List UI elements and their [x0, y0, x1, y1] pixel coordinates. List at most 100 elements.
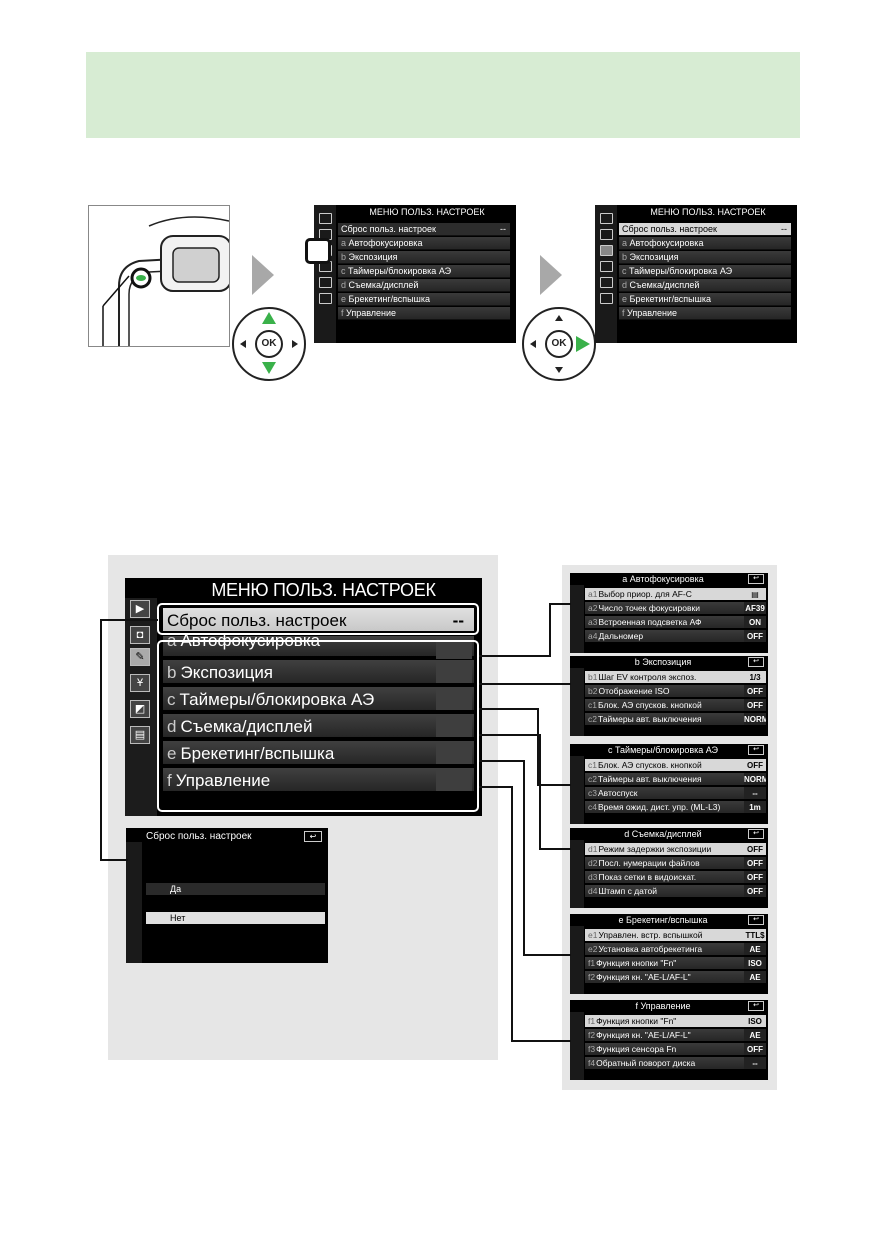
- option-yes[interactable]: Да: [146, 883, 325, 895]
- row-label: Выбор приор. для AF-C: [598, 589, 692, 599]
- menu-item-letter: a: [622, 238, 628, 248]
- menu-item-d[interactable]: d Съемка/дисплей: [338, 279, 510, 292]
- submenu-row[interactable]: f2Функция кн. "AE-L/AF-L"AE: [585, 1029, 766, 1042]
- playback-icon[interactable]: ▶: [130, 600, 150, 618]
- menu-item-a[interactable]: a Автофокусировка: [619, 237, 791, 250]
- wrench-icon[interactable]: Ұ: [130, 674, 150, 692]
- row-value: 1m: [744, 801, 766, 813]
- submenu-row[interactable]: f4Обратный поворот диска--: [585, 1057, 766, 1070]
- menu-sidebar: ▶ ◘ ✎ Ұ ◩ ▤: [125, 598, 157, 816]
- row-value: OFF: [744, 759, 766, 771]
- row-label: Блок. АЭ спусков. кнопкой: [597, 760, 702, 770]
- menu-item-b[interactable]: b Экспозиция: [338, 251, 510, 264]
- return-icon[interactable]: ↩: [748, 1001, 764, 1011]
- return-icon[interactable]: ↩: [748, 574, 764, 584]
- menu-item-e[interactable]: e Брекетинг/вспышка: [338, 293, 510, 306]
- dialog-title: Сброс польз. настроек: [146, 831, 252, 842]
- return-icon[interactable]: ↩: [748, 657, 764, 667]
- menu-item-letter: b: [622, 252, 628, 262]
- menu-sidebar: [570, 585, 584, 653]
- row-code: c1: [588, 760, 597, 770]
- menu-item-value-box: [436, 662, 472, 683]
- option-no[interactable]: Нет: [146, 912, 325, 924]
- row-code: a1: [588, 589, 598, 599]
- menu-item-c[interactable]: c Таймеры/блокировка АЭ: [338, 265, 510, 278]
- menu-item-e[interactable]: e Брекетинг/вспышка: [619, 293, 791, 306]
- submenu-row[interactable]: f2Функция кн. "AE-L/AF-L"AE: [585, 971, 766, 984]
- submenu-row[interactable]: a1Выбор приор. для AF-C▤: [585, 588, 766, 601]
- submenu-row[interactable]: c3Автоспуск--: [585, 787, 766, 800]
- submenu-row[interactable]: f1Функция кнопки "Fn"ISO: [585, 957, 766, 970]
- return-icon[interactable]: ↩: [748, 745, 764, 755]
- row-code: e2: [588, 944, 598, 954]
- menu-item-f[interactable]: f Управление: [619, 307, 791, 320]
- row-code: b2: [588, 686, 598, 696]
- menu-title: МЕНЮ ПОЛЬЗ. НАСТРОЕК: [369, 207, 485, 217]
- menu-item-label: Автофокусировка: [348, 238, 423, 248]
- row-value: OFF: [744, 871, 766, 883]
- menu-item-a[interactable]: a Автофокусировка: [338, 237, 510, 250]
- multi-selector-right[interactable]: OK: [522, 307, 596, 381]
- menu-item-value-box: [436, 689, 472, 710]
- menu-item-letter: b: [341, 252, 347, 262]
- row-label: Посл. нумерации файлов: [598, 858, 700, 868]
- row-label: Функция кнопки "Fn": [596, 1016, 677, 1026]
- menu-item-f[interactable]: f Управление: [338, 307, 510, 320]
- camera-icon[interactable]: ◘: [130, 626, 150, 644]
- row-label: Таймеры авт. выключения: [597, 714, 702, 724]
- row-code: f2: [588, 1030, 596, 1040]
- submenu-row[interactable]: c1Блок. АЭ спусков. кнопкой OFF: [585, 759, 766, 772]
- menu-item-letter: e: [341, 294, 347, 304]
- menu-item-letter: c: [167, 690, 176, 709]
- submenu-row[interactable]: b1Шаг EV контроля экспоз.1/3: [585, 671, 766, 684]
- return-icon[interactable]: ↩: [304, 831, 322, 842]
- down-arrow-icon: [555, 367, 563, 373]
- menu-item-c[interactable]: c Таймеры/блокировка АЭ: [619, 265, 791, 278]
- return-icon[interactable]: ↩: [748, 829, 764, 839]
- selected-tab-highlight: [305, 238, 331, 264]
- menu-item-reset[interactable]: Сброс польз. настроек --: [338, 223, 510, 236]
- menu-item-b[interactable]: b Экспозиция: [619, 251, 791, 264]
- multi-selector-up-down[interactable]: OK: [232, 307, 306, 381]
- recent-settings-icon[interactable]: ▤: [130, 726, 150, 744]
- row-code: b1: [588, 672, 598, 682]
- menu-item-d[interactable]: d Съемка/дисплей: [619, 279, 791, 292]
- row-code: a4: [588, 631, 598, 641]
- row-code: f4: [588, 1058, 596, 1068]
- menu-item-label: Сброс польз. настроек: [167, 611, 347, 630]
- row-label: Обратный поворот диска: [596, 1058, 696, 1068]
- submenu-row[interactable]: c2Таймеры авт. выключенияNORM: [585, 713, 766, 726]
- menu-item-reset[interactable]: Сброс польз. настроек --: [619, 223, 791, 236]
- submenu-title: d Съемка/дисплей: [624, 829, 702, 839]
- submenu-row[interactable]: c4Время ожид. дист. упр. (ML-L3)1m: [585, 801, 766, 814]
- pencil-icon[interactable]: ✎: [130, 648, 150, 666]
- header-banner: [86, 52, 800, 138]
- retouch-icon[interactable]: ◩: [130, 700, 150, 718]
- submenu-row[interactable]: d3Показ сетки в видоискат.OFF: [585, 871, 766, 884]
- submenu-row[interactable]: c2Таймеры авт. выключенияNORM: [585, 773, 766, 786]
- menu-item-letter: d: [167, 717, 177, 736]
- submenu-row[interactable]: f1Функция кнопки "Fn"ISO: [585, 1015, 766, 1028]
- row-value: ISO: [744, 1015, 766, 1027]
- menu-item-letter: f: [341, 308, 344, 318]
- menu-item-reset[interactable]: Сброс польз. настроек --: [163, 608, 474, 633]
- ok-button-label: OK: [545, 330, 573, 358]
- return-icon[interactable]: ↩: [748, 915, 764, 925]
- menu-item-label: Брекетинг/вспышка: [348, 294, 430, 304]
